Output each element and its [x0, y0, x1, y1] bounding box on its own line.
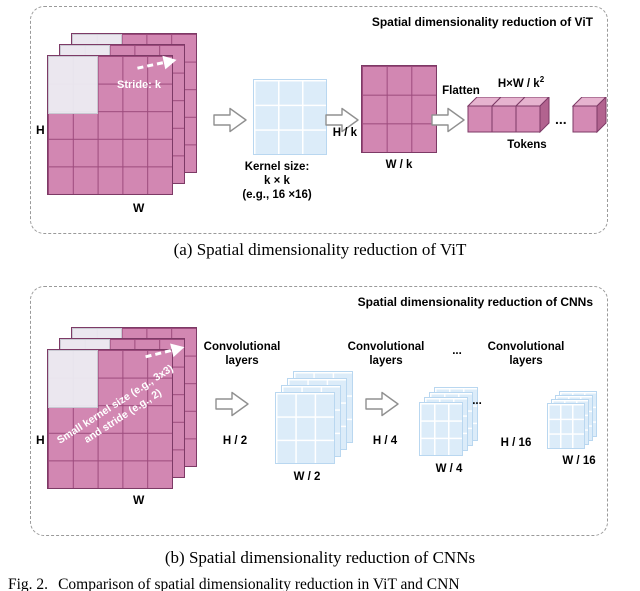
tokens-dots: ...	[555, 111, 567, 127]
feature-layer	[275, 392, 335, 464]
panel-cnn-title: Spatial dimensionality reduction of CNNs	[357, 295, 593, 309]
input-image-stack-cnn: Small kernel size (e.g., 3x3) and stride…	[47, 327, 203, 495]
panel-vit-title: Spatial dimensionality reduction of ViT	[371, 15, 593, 29]
w2-label: W / 2	[293, 471, 321, 483]
caption-a: (a) Spatial dimensionality reduction of …	[173, 240, 467, 259]
h2-label: H / 2	[222, 435, 248, 447]
block-arrow-icon	[431, 107, 465, 133]
feature-stack-half	[275, 371, 355, 467]
tokens-dim-label: H×W / k2	[461, 75, 581, 92]
flatten-label: Flatten	[442, 85, 480, 97]
image-layer-front	[47, 55, 173, 195]
w4-label: W / 4	[435, 463, 463, 475]
reduced-grid-vit	[361, 65, 437, 153]
hk-label: H / k	[332, 127, 357, 139]
kernel-grid	[253, 79, 327, 155]
width-label: W	[133, 201, 145, 215]
panel-cnn: Spatial dimensionality reduction of CNNs…	[30, 286, 608, 536]
kernel-patch-overlay	[48, 350, 98, 408]
kernel-size-line3: (e.g., 16 ×16)	[242, 188, 312, 201]
kernel-size-line2: k × k	[264, 174, 290, 187]
conv-dots-top: ...	[452, 345, 462, 357]
conv-layers-label-3: Convolutional layers	[487, 341, 565, 367]
tokens-cubes-icon: ...	[467, 97, 607, 133]
feature-layer	[547, 403, 585, 449]
caption-b: (b) Spatial dimensionality reduction of …	[164, 548, 476, 567]
kernel-size-caption: Kernel size: k × k (e.g., 16 ×16)	[215, 161, 339, 202]
figure-caption-label: Fig. 2.	[8, 576, 49, 591]
width-label: W	[133, 493, 145, 507]
h4-label: H / 4	[372, 435, 398, 447]
kernel-size-line1: Kernel size:	[244, 161, 310, 173]
block-arrow-icon	[365, 391, 399, 417]
block-arrow-icon	[215, 391, 249, 417]
wk-label: W / k	[385, 159, 413, 171]
height-label: H	[36, 433, 45, 447]
height-label: H	[36, 123, 45, 137]
block-arrow-icon	[213, 107, 247, 133]
figure-caption-text: Comparison of spatial dimensionality red…	[58, 576, 460, 591]
stride-arrow-icon	[137, 55, 177, 70]
panel-vit: Spatial dimensionality reduction of ViT …	[30, 6, 608, 234]
block-arrow-icon	[325, 107, 359, 133]
input-image-stack-vit: Stride: k	[47, 33, 203, 201]
feature-stack-quarter	[419, 387, 479, 459]
stride-arrow-icon	[145, 343, 185, 359]
kernel-patch-overlay	[48, 56, 98, 114]
feature-stack-sixteenth	[547, 391, 599, 451]
tokens-label: Tokens	[507, 139, 547, 151]
stride-label: Stride: k	[117, 79, 162, 91]
tokens-dim-base: H×W / k	[497, 77, 540, 90]
conv-layers-label-2: Convolutional layers	[347, 341, 425, 367]
figure-caption: Fig. 2. Comparison of spatial dimensional…	[8, 576, 632, 591]
w16-label: W / 16	[562, 455, 596, 467]
image-layer-front	[47, 349, 173, 489]
h16-label: H / 16	[500, 437, 532, 449]
stage-dots-mid: ...	[472, 395, 482, 407]
conv-layers-label-1: Convolutional layers	[203, 341, 281, 367]
feature-layer	[419, 402, 463, 456]
tokens-dim-exponent: 2	[539, 75, 545, 84]
